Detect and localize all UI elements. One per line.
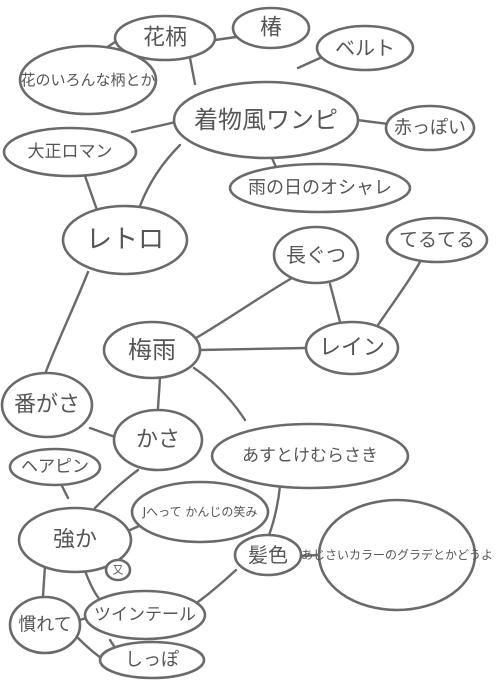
edge-rain-nagagutsu [328, 282, 342, 324]
edge-kamiiro-ajisai [298, 553, 320, 558]
svg-text:かさ: かさ [136, 428, 180, 453]
edge-kasa-tsuyoka [93, 468, 140, 510]
svg-text:雨の日のオシャレ: 雨の日のオシャレ [248, 178, 392, 199]
node-hana-no-ironna: 花のいろんな柄とか [18, 44, 158, 116]
node-tsuyoka: 強か [17, 506, 133, 574]
edge-tsuyu-rain [198, 346, 308, 352]
node-rain: レイン [304, 320, 400, 376]
svg-text:又: 又 [113, 564, 124, 577]
edge-retro-bangasa [43, 270, 90, 376]
svg-text:番がさ: 番がさ [14, 393, 80, 418]
node-jikken: Jへって かんじの笑み [130, 480, 270, 544]
svg-text:レトロ: レトロ [86, 225, 164, 255]
edge-asuto-kamiiro [266, 484, 282, 540]
svg-text:着物風ワンピ: 着物風ワンピ [194, 106, 338, 134]
node-retro: レトロ [61, 204, 189, 276]
edge-tsuyoka-nareru [41, 564, 47, 598]
svg-text:ツインテール: ツインテール [94, 605, 196, 625]
edge-kimono-taisho [130, 120, 178, 134]
svg-text:しっぽ: しっぽ [125, 650, 179, 671]
node-kasa: かさ [112, 408, 204, 472]
svg-text:Jへって かんじの笑み: Jへって かんじの笑み [142, 504, 258, 519]
svg-text:あすとけむらさき: あすとけむらさき [242, 446, 378, 466]
node-teruteru: てるてる [385, 216, 489, 264]
svg-text:強か: 強か [53, 528, 97, 553]
node-asu-to-kemurasaki: あすとけむらさき [210, 422, 410, 490]
svg-text:赤っぽい: 赤っぽい [394, 118, 466, 139]
svg-text:椿: 椿 [260, 16, 282, 41]
node-ame-no-hi: 雨の日のオシャレ [228, 162, 412, 214]
node-kamiiro: 髪色 [233, 533, 303, 577]
edge-tsuyu-kasa [156, 376, 162, 410]
svg-text:ヘアピン: ヘアピン [21, 457, 89, 477]
node-taisho-roman: 大正ロマン [2, 126, 138, 178]
edge-kamiiro-twintail [196, 568, 238, 604]
node-hanagara: 花柄 [113, 14, 217, 62]
node-belt: ベルト [315, 24, 415, 72]
svg-text:レイン: レイン [319, 336, 385, 361]
svg-text:大正ロマン: 大正ロマン [28, 142, 113, 162]
svg-text:てるてる: てるてる [399, 229, 475, 251]
svg-text:あじさいカラーのグラデとかどうよ: あじさいカラーのグラデとかどうよ [301, 547, 493, 562]
svg-text:花のいろんな柄とか: 花のいろんな柄とか [20, 71, 155, 89]
svg-text:ベルト: ベルト [335, 36, 395, 60]
edge-tsuyu-asuto [192, 366, 247, 422]
edge-rain-teruteru [376, 260, 422, 327]
svg-text:梅雨: 梅雨 [128, 336, 176, 364]
node-kimono-onepiece: 着物風ワンピ [172, 80, 360, 160]
node-tsuyu: 梅雨 [102, 320, 202, 380]
edge-taisho-retro [83, 174, 99, 212]
node-bangasa: 番がさ [0, 371, 94, 439]
node-twintail: ツインテール [83, 589, 207, 641]
svg-text:花柄: 花柄 [143, 26, 187, 51]
node-nagagutsu: 長ぐつ [272, 225, 360, 285]
edge-hanagara-kimono [188, 56, 197, 86]
edge-kimono-retro [138, 143, 182, 208]
node-ajisai-color: あじさいカラーのグラデとかどうよ [301, 498, 493, 612]
edge-kimono-akappoi [355, 118, 390, 126]
node-tsubaki: 椿 [231, 6, 311, 50]
svg-text:慣れて: 慣れて [18, 615, 71, 636]
node-hairpin: ヘアピン [8, 447, 102, 487]
svg-text:髪色: 髪色 [248, 543, 288, 567]
svg-text:長ぐつ: 長ぐつ [286, 243, 346, 267]
edge-tsuyoka-twintail [82, 566, 102, 602]
nodes-layer: 花柄 椿 花のいろんな柄とか ベルト 着物風ワンピ 赤っぽい [0, 6, 493, 680]
edge-tsuyu-nagagutsu [194, 276, 294, 340]
node-nareru: 慣れて [8, 595, 82, 655]
node-mata: 又 [104, 558, 132, 582]
edge-bangasa-kasa [88, 426, 117, 439]
node-akappoi: 赤っぽい [384, 104, 476, 152]
node-shippo: しっぽ [98, 640, 206, 680]
edge-belt-kimono [296, 56, 322, 70]
